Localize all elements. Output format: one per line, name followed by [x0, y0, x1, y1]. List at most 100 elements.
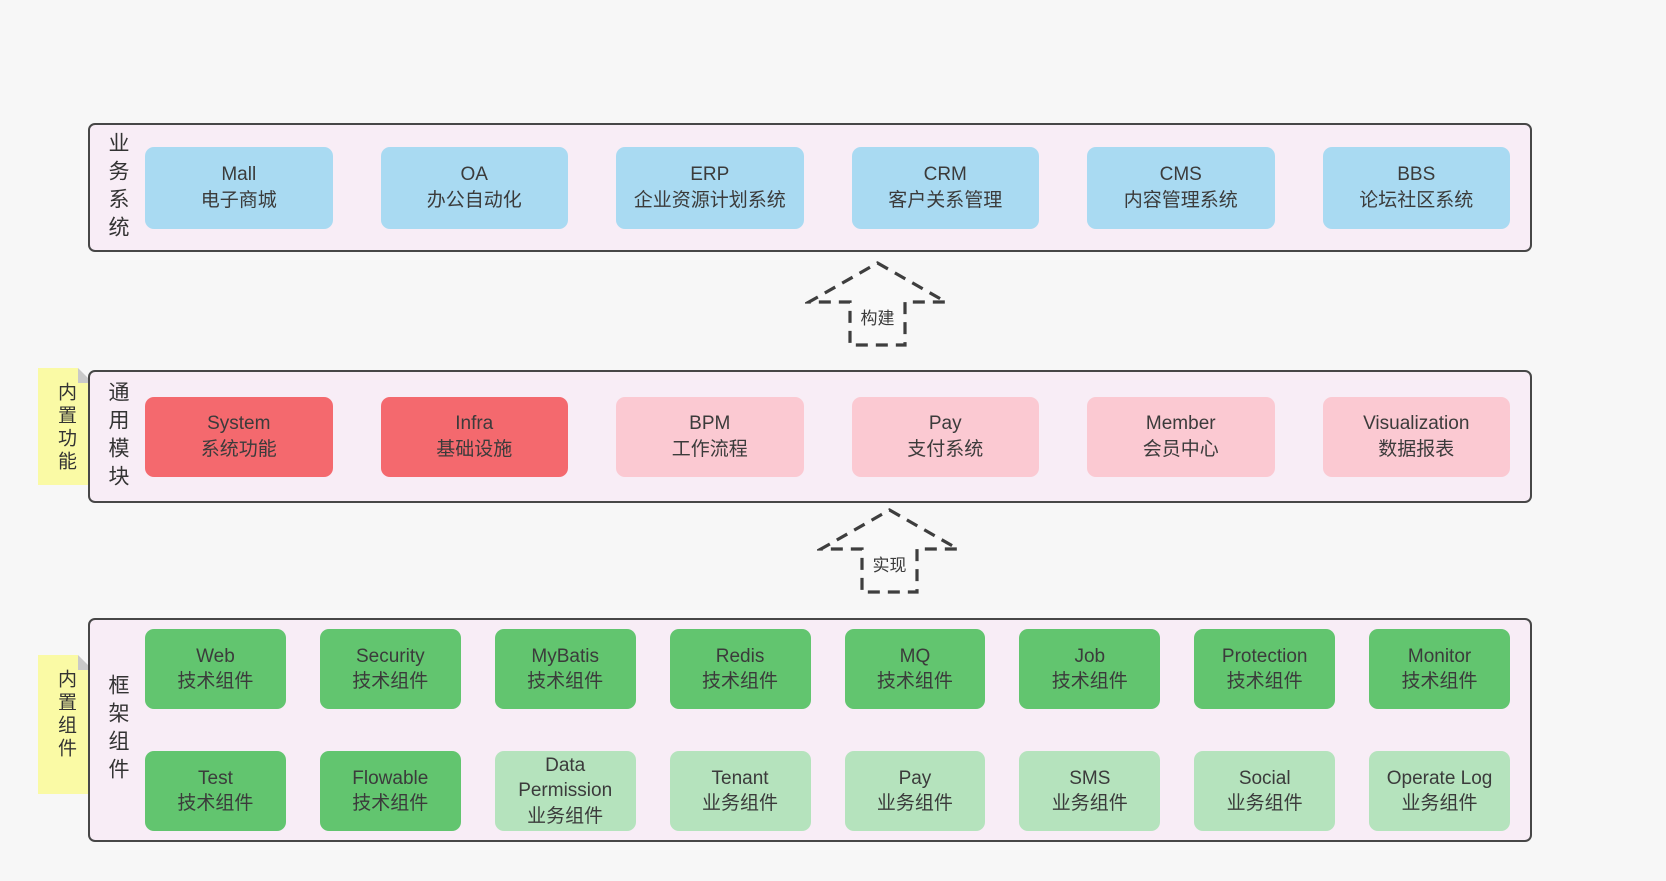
node-mq: MQ 技术组件 [844, 629, 986, 709]
node-name: BBS [1397, 164, 1436, 186]
node-name: Tenant [711, 767, 769, 789]
node-desc: 技术组件 [1226, 671, 1303, 692]
node-desc: 技术组件 [1051, 671, 1128, 692]
node-name: Mall [221, 164, 257, 186]
node-name: OA [460, 164, 488, 186]
arrow-build: 构建 [805, 260, 950, 348]
node-desc: 办公自动化 [426, 189, 522, 211]
node-desc: 技术组件 [876, 671, 953, 692]
node-desc: 业务组件 [876, 793, 953, 814]
node-desc: 工作流程 [671, 438, 748, 460]
node-row: Mall 电子商城 OA 办公自动化 ERP 企业资源计划系统 CRM 客户关系… [145, 146, 1530, 229]
up-arrow-icon [805, 261, 950, 347]
band-label-column: 通用模块 [90, 381, 145, 493]
node-desc: 会员中心 [1142, 438, 1219, 460]
node-name: Flowable [352, 767, 429, 789]
node-redis: Redis 技术组件 [669, 629, 811, 709]
arrow-label: 构建 [860, 309, 895, 328]
node-web: Web 技术组件 [145, 629, 286, 709]
node-operate-log: Operate Log 业务组件 [1369, 751, 1510, 831]
node-desc: 支付系统 [907, 438, 984, 460]
node-name: SMS [1069, 767, 1111, 789]
node-system: System 系统功能 [145, 396, 333, 477]
node-protection: Protection 技术组件 [1194, 629, 1336, 709]
node-desc: 业务组件 [527, 805, 604, 827]
node-bbs: BBS 论坛社区系统 [1322, 146, 1510, 229]
node-name: Redis [715, 645, 765, 667]
node-job: Job 技术组件 [1019, 629, 1161, 709]
node-name: Web [196, 645, 235, 667]
node-desc: 业务组件 [1051, 793, 1128, 814]
node-name: Pay [898, 767, 932, 789]
sticky-note-label: 内置组件 [55, 669, 76, 761]
node-desc: 业务组件 [702, 793, 779, 814]
node-desc: 客户关系管理 [888, 189, 1003, 211]
node-desc: 数据报表 [1378, 438, 1455, 460]
node-desc: 系统功能 [200, 438, 277, 460]
band-business-systems: 业务系统 Mall 电子商城 OA 办公自动化 ERP 企业资源计划系统 CRM… [88, 123, 1532, 252]
node-name: BPM [689, 413, 731, 435]
sticky-note-builtin-components: 内置组件 [38, 655, 93, 794]
node-name: Test [198, 767, 233, 789]
node-mybatis: MyBatis 技术组件 [494, 629, 636, 709]
node-monitor: Monitor 技术组件 [1369, 629, 1510, 709]
node-desc: 技术组件 [352, 671, 429, 692]
node-name: CMS [1159, 164, 1202, 186]
node-name: Monitor [1407, 645, 1472, 667]
node-mall: Mall 电子商城 [145, 146, 333, 229]
node-grid: Web 技术组件 Security 技术组件 MyBatis 技术组件 Redi… [145, 620, 1530, 840]
node-desc: 技术组件 [177, 671, 254, 692]
node-desc: 业务组件 [1401, 793, 1478, 814]
node-pay-component: Pay 业务组件 [844, 751, 986, 831]
node-social: Social 业务组件 [1194, 751, 1336, 831]
up-arrow-icon [817, 508, 962, 594]
node-row: Web 技术组件 Security 技术组件 MyBatis 技术组件 Redi… [145, 620, 1510, 718]
node-row: System 系统功能 Infra 基础设施 BPM 工作流程 Pay 支付系统… [145, 396, 1530, 477]
node-name: System [207, 413, 271, 435]
arrow-label: 实现 [872, 556, 907, 575]
band-label: 通用模块 [106, 380, 129, 493]
node-member: Member 会员中心 [1087, 396, 1275, 477]
node-bpm: BPM 工作流程 [616, 396, 804, 477]
node-desc: 企业资源计划系统 [633, 189, 786, 211]
node-desc: 内容管理系统 [1123, 189, 1238, 211]
node-desc: 技术组件 [702, 671, 779, 692]
node-name: ERP [690, 164, 730, 186]
node-name: CRM [923, 164, 967, 186]
node-erp: ERP 企业资源计划系统 [616, 146, 804, 229]
band-label: 框架组件 [106, 674, 129, 786]
node-sms: SMS 业务组件 [1019, 751, 1161, 831]
node-security: Security 技术组件 [319, 629, 461, 709]
node-name: Social [1238, 767, 1291, 789]
band-label: 业务系统 [106, 131, 129, 244]
node-desc: 技术组件 [177, 793, 254, 814]
band-label-column: 业务系统 [90, 132, 145, 244]
node-infra: Infra 基础设施 [380, 396, 568, 477]
node-name: MyBatis [531, 645, 599, 667]
node-desc: 电子商城 [200, 189, 277, 211]
node-data-permission: Data Permission 业务组件 [494, 751, 636, 831]
node-test: Test 技术组件 [145, 751, 286, 831]
node-cms: CMS 内容管理系统 [1087, 146, 1275, 229]
band-common-modules: 通用模块 System 系统功能 Infra 基础设施 BPM 工作流程 Pay… [88, 370, 1532, 503]
node-name: Data Permission [518, 755, 613, 802]
node-name: Pay [928, 413, 962, 435]
band-label-column: 框架组件 [90, 620, 145, 840]
node-desc: 基础设施 [436, 438, 513, 460]
node-visualization: Visualization 数据报表 [1322, 396, 1510, 477]
sticky-note-label: 内置功能 [55, 382, 76, 474]
node-pay: Pay 支付系统 [851, 396, 1039, 477]
node-tenant: Tenant 业务组件 [669, 751, 811, 831]
node-flowable: Flowable 技术组件 [319, 751, 461, 831]
node-oa: OA 办公自动化 [380, 146, 568, 229]
sticky-note-builtin-features: 内置功能 [38, 368, 93, 485]
node-name: Job [1074, 645, 1106, 667]
node-desc: 业务组件 [1226, 793, 1303, 814]
node-name: Infra [455, 413, 494, 435]
node-name: Visualization [1363, 413, 1470, 435]
node-name: Security [355, 645, 425, 667]
node-name: Operate Log [1386, 767, 1493, 789]
band-framework-components: 框架组件 Web 技术组件 Security 技术组件 MyBatis 技术组件… [88, 618, 1532, 842]
node-name: MQ [899, 645, 931, 667]
node-name: Protection [1221, 645, 1308, 667]
